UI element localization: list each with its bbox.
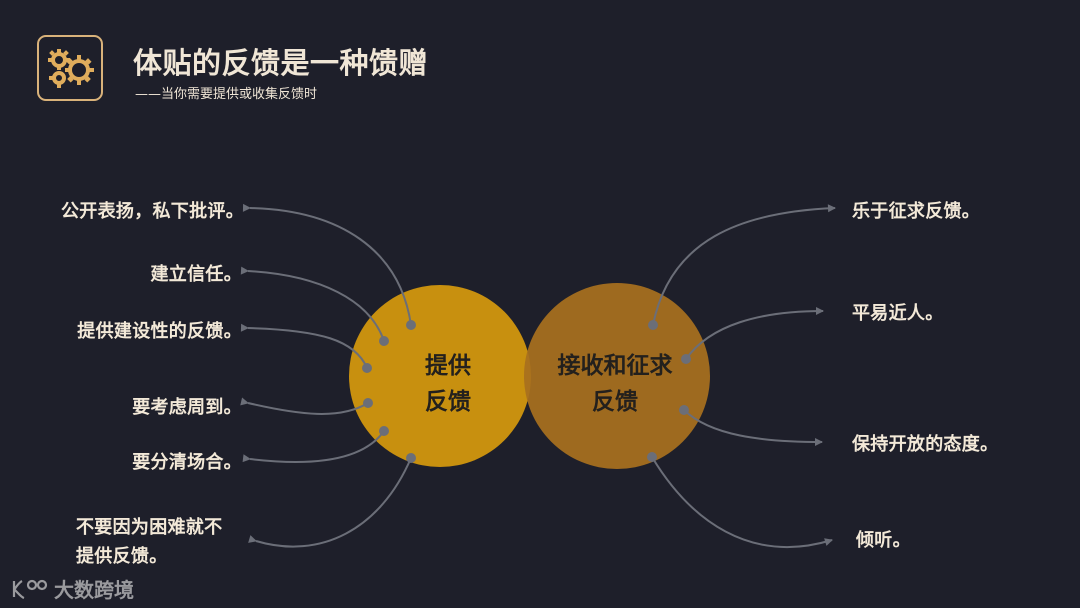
left-item-6-line1: 不要因为困难就不 [76,517,223,538]
connector-left-1 [242,203,412,326]
left-item-5: 要分清场合。 [132,452,242,473]
right-item-1: 乐于征求反馈。 [852,201,981,222]
connector-right-4 [651,456,833,549]
connector-left-3 [240,323,368,369]
circle-receive-feedback [524,283,710,469]
page-subtitle: ——当你需要提供或收集反馈时 [135,87,318,102]
right-item-2: 平易近人。 [852,303,944,324]
left-item-2: 建立信任。 [150,264,242,285]
circle-receive-line1: 接收和征求 [557,353,673,379]
circle-give-line2: 反馈 [425,389,471,415]
circle-receive-label: 接收和征求 反馈 [540,348,690,420]
connector-left-2 [240,266,385,342]
left-item-6-line2: 提供反馈。 [76,546,168,567]
left-item-3: 提供建设性的反馈。 [77,321,242,342]
right-item-4: 倾听。 [856,530,911,551]
watermark-text: 大数跨境 [54,578,134,602]
gears-icon [48,49,94,88]
watermark: 大数跨境 [10,574,134,603]
circle-give-feedback [349,285,531,467]
connector-right-3 [683,409,823,446]
left-item-4: 要考虑周到。 [132,397,242,418]
circle-give-line1: 提供 [425,353,471,379]
connector-right-1 [652,204,836,326]
connector-left-5 [242,430,385,464]
connector-right-2 [685,307,824,360]
left-item-1: 公开表扬，私下批评。 [61,201,244,222]
k100-logo-icon [12,579,48,599]
right-item-3: 保持开放的态度。 [852,434,999,455]
page-title: 体贴的反馈是一种馈赠 [133,46,429,80]
circle-receive-line2: 反馈 [592,389,638,415]
connector-left-6 [248,457,412,548]
logo-badge [37,35,103,101]
circle-give-label: 提供 反馈 [400,348,496,420]
connector-left-4 [240,397,369,415]
